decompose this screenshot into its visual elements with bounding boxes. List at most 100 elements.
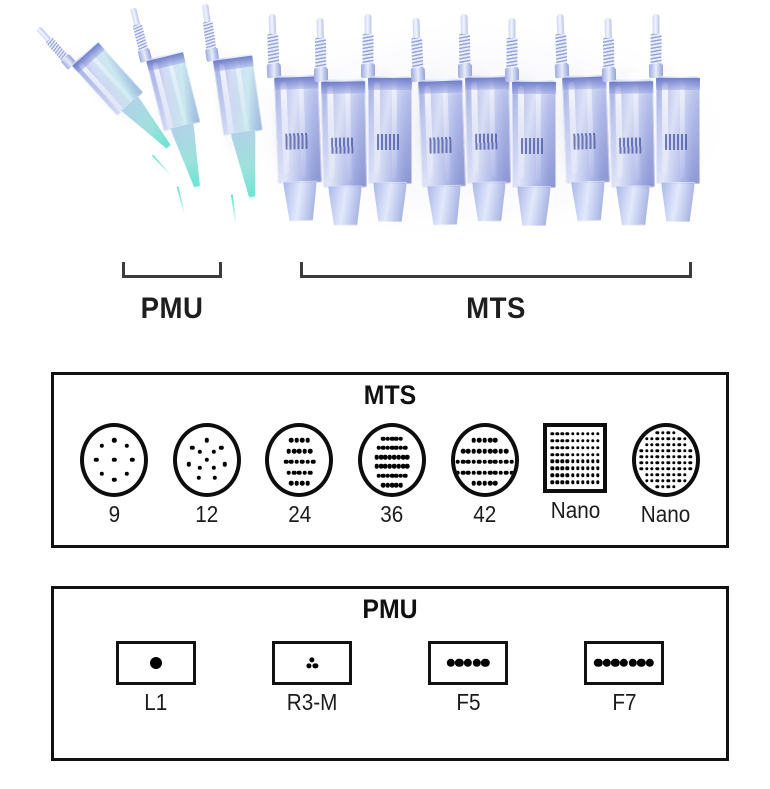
needle-dot (150, 657, 162, 669)
needle-dot (99, 443, 104, 449)
needle-dot (575, 459, 580, 464)
pmu-item-row: L1 R3-M F5 F7 (54, 641, 726, 716)
needle-dot (299, 459, 305, 465)
needle-dot (555, 432, 559, 436)
needle-dot (405, 464, 410, 469)
needle-dot (575, 480, 580, 484)
needle-dot (661, 431, 665, 435)
needle-dot (455, 459, 460, 465)
needle-dot (683, 461, 687, 465)
needle-dot (602, 658, 611, 668)
needle-dot (596, 466, 600, 471)
mts-item[interactable]: 24 (265, 423, 334, 528)
needle-dot (661, 473, 665, 477)
needle-dot (596, 473, 600, 477)
needle-dot (196, 475, 201, 481)
needle-dot (593, 658, 603, 668)
needle-dot (661, 485, 665, 489)
needle-dot (550, 473, 554, 477)
needle-dot (683, 479, 687, 483)
mts-item[interactable]: 36 (357, 423, 426, 528)
pmu-item[interactable]: R3-M (272, 641, 352, 716)
needle-dot (560, 432, 565, 436)
needle-dot (570, 473, 575, 477)
needle-dot (672, 479, 676, 483)
mts-item-label: 24 (287, 501, 311, 527)
needle-dot (476, 437, 482, 443)
needle-dot (560, 459, 565, 464)
needle-dot (666, 437, 671, 441)
needle-dot (482, 470, 487, 475)
needle-dot (305, 459, 310, 465)
needle-dot (672, 485, 676, 489)
needle-dot (291, 448, 297, 454)
needle-dot (596, 459, 600, 464)
needle-pattern-42-icon (450, 423, 519, 497)
needle-dot (586, 439, 590, 443)
needle-pattern-36-icon (357, 423, 426, 497)
needle-dot (550, 459, 554, 464)
needle-dot (394, 445, 399, 451)
needle-dot (591, 452, 595, 457)
needle-dot (283, 459, 289, 465)
mts-item[interactable]: 12 (172, 423, 241, 528)
needle-dot (389, 436, 395, 441)
mts-item[interactable]: Nano (543, 423, 608, 524)
needle-dot (672, 455, 676, 459)
mts-item[interactable]: 42 (450, 423, 519, 528)
needle-dot (672, 467, 676, 471)
needle-dot (565, 480, 570, 484)
needle-dot (509, 470, 514, 475)
needle-dot (294, 481, 299, 486)
needle-dot (498, 448, 504, 454)
mts-item[interactable]: 9 (80, 423, 149, 528)
needle-dot (688, 467, 692, 471)
needle-dot (644, 443, 649, 447)
needle-dot (487, 448, 493, 454)
needle-dot (661, 437, 665, 441)
needle-dot (565, 452, 570, 457)
needle-dot (560, 473, 565, 477)
needle-dot (560, 439, 565, 443)
needle-dot (402, 445, 408, 451)
needle-dot (661, 461, 665, 465)
needle-dot (476, 448, 482, 454)
needle-dot (591, 445, 595, 450)
needle-dot (650, 449, 654, 453)
needle-pattern-r3-m-icon (272, 641, 352, 685)
pmu-item[interactable]: F5 (428, 641, 508, 716)
needle-dot (376, 473, 382, 479)
needle-dot (297, 448, 302, 454)
needle-dot (661, 467, 665, 471)
needle-dot (487, 459, 493, 465)
needle-dot (400, 454, 406, 460)
needle-dot (391, 464, 397, 469)
needle-dot (389, 473, 395, 479)
needle-dot (487, 437, 493, 443)
needle-pattern-nano-icon (543, 423, 608, 493)
needle-dot (672, 443, 676, 447)
needle-dot (565, 432, 570, 436)
needle-dot (112, 477, 117, 482)
needle-dot (286, 448, 291, 454)
needle-dot (581, 452, 585, 457)
pmu-item[interactable]: L1 (116, 641, 196, 716)
pmu-item[interactable]: F7 (584, 641, 664, 716)
needle-dot (385, 482, 390, 488)
needle-dot (380, 473, 386, 479)
mts-item-label: Nano (640, 501, 691, 527)
needle-dot (471, 459, 477, 465)
needle-dot (650, 473, 654, 477)
needle-dot (197, 449, 203, 455)
needle-dot (186, 462, 191, 467)
needle-pattern-nano-icon (631, 423, 700, 497)
needle-dot (466, 470, 471, 475)
needle-dot (493, 470, 498, 475)
needle-dot (666, 455, 671, 459)
bracket-mts (300, 262, 692, 278)
mts-item[interactable]: Nano (631, 423, 700, 528)
needle-pattern-f5-icon (428, 641, 508, 685)
needle-dot (683, 455, 687, 459)
